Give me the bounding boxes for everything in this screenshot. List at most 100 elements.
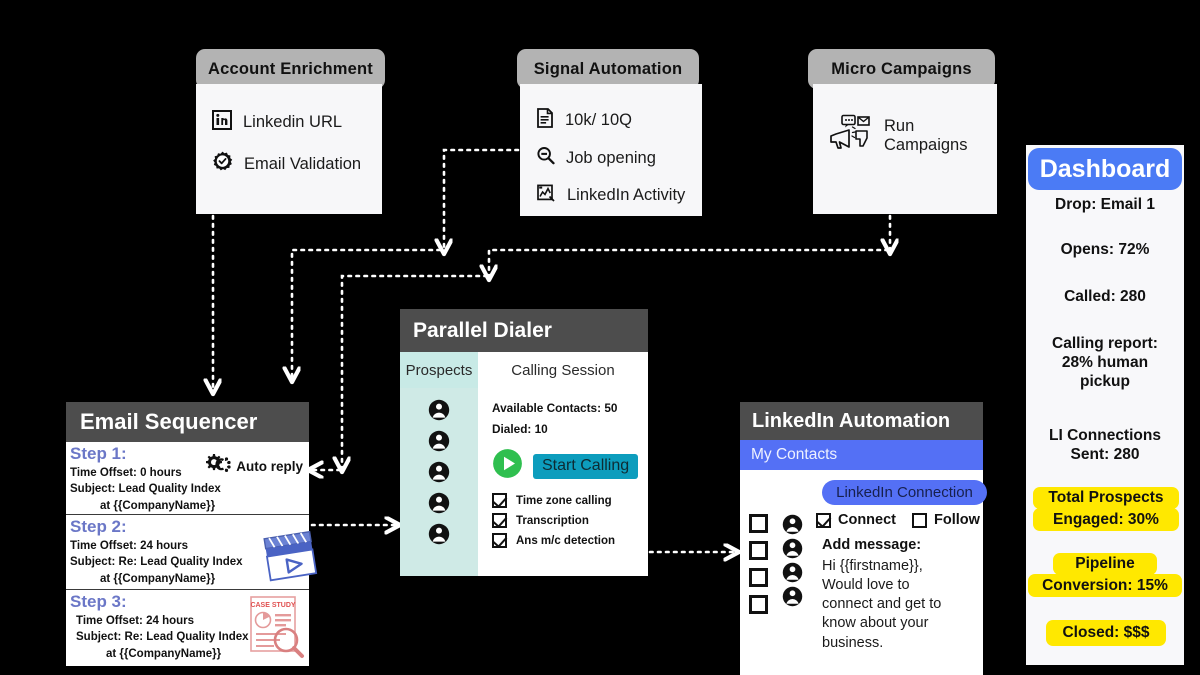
step-subject-line1: Subject: Re: Lead Quality Index xyxy=(70,556,243,569)
tab-calling-session[interactable]: Calling Session xyxy=(478,352,648,388)
auto-reply-badge[interactable]: Auto reply xyxy=(205,452,303,481)
signal-automation-item-10k-10q[interactable]: 10k/ 10Q xyxy=(536,108,685,133)
follow-checkbox[interactable] xyxy=(912,512,927,528)
person-icon xyxy=(428,492,450,514)
account-enrichment-item-email-validation[interactable]: Email Validation xyxy=(212,151,361,177)
play-icon[interactable] xyxy=(492,448,523,484)
gears-icon xyxy=(205,452,231,481)
option-time-zone-calling[interactable]: Time zone calling xyxy=(492,493,648,508)
message-line: Hi {{firstname}}, xyxy=(822,558,923,574)
dashboard-title[interactable]: Dashboard xyxy=(1028,148,1182,190)
email-sequencer-step-1[interactable]: Step 1: Time Offset: 0 hours Subject: Le… xyxy=(66,442,309,515)
contact-avatars xyxy=(782,514,803,607)
dashboard-metric-calling-report-line2: 28% human xyxy=(1061,354,1149,371)
step-title: Step 2: xyxy=(70,517,127,536)
step-offset: Time Offset: 0 hours xyxy=(70,467,182,479)
start-calling-button[interactable]: Start Calling xyxy=(533,453,639,479)
dashboard-metric-drop: Drop: Email 1 xyxy=(1055,196,1155,213)
parallel-dialer-title: Parallel Dialer xyxy=(413,318,552,342)
connect-label: Connect xyxy=(838,512,896,528)
signal-automation-item-label: 10k/ 10Q xyxy=(565,111,632,129)
step-subject-line1: Subject: Re: Lead Quality Index xyxy=(76,631,249,644)
micro-campaigns-title: Micro Campaigns xyxy=(831,59,972,78)
connector-right-bus-to-dialer-bus xyxy=(489,248,890,278)
dashboard-metric-li-sent-line1: LI Connections xyxy=(1049,427,1161,444)
dashboard-metric-closed: Closed: $$$ xyxy=(1046,620,1166,646)
checkbox-icon[interactable] xyxy=(492,493,507,508)
micro-campaigns-items: Run Campaigns xyxy=(827,114,997,157)
linkedin-icon xyxy=(212,110,232,135)
stat-dialed: Dialed: 10 xyxy=(492,422,548,436)
micro-campaigns-tab[interactable]: Micro Campaigns xyxy=(808,49,995,89)
connect-follow-row: Connect Follow xyxy=(816,512,983,528)
micro-campaigns-item-label: Run Campaigns xyxy=(884,116,968,154)
signal-automation-tab[interactable]: Signal Automation xyxy=(517,49,699,89)
person-icon xyxy=(782,514,803,535)
dashboard-metric-calling-report-line1: Calling report: xyxy=(1052,335,1158,352)
tab-prospects[interactable]: Prospects xyxy=(400,352,478,388)
person-icon xyxy=(428,523,450,545)
dashboard-metric-engaged-line2: Engaged: 30% xyxy=(1033,508,1179,531)
step-offset: Time Offset: 24 hours xyxy=(70,540,189,552)
person-icon xyxy=(782,562,803,583)
my-contacts-label: My Contacts xyxy=(751,446,838,463)
message-line: know about your xyxy=(822,615,929,632)
start-calling-row: Start Calling xyxy=(492,448,648,484)
message-line: Would love to xyxy=(822,577,910,594)
email-sequencer-title: Email Sequencer xyxy=(80,409,258,434)
row-checkbox[interactable] xyxy=(749,595,768,614)
option-ans-mc-detection[interactable]: Ans m/c detection xyxy=(492,533,648,548)
message-line: business. xyxy=(822,634,884,651)
parallel-dialer-header: Parallel Dialer xyxy=(400,309,648,352)
account-enrichment-title: Account Enrichment xyxy=(208,59,373,78)
verified-badge-icon xyxy=(212,151,233,177)
option-label: Ans m/c detection xyxy=(516,534,616,547)
micro-campaigns-item-run-campaigns[interactable]: Run Campaigns xyxy=(827,114,997,157)
video-clapperboard-icon xyxy=(259,527,321,588)
signal-automation-card: 10k/ 10Q Job opening LinkedIn Activity xyxy=(520,84,702,216)
account-enrichment-tab[interactable]: Account Enrichment xyxy=(196,49,385,89)
dashboard-metric-li-sent-line2: Sent: 280 xyxy=(1070,446,1140,463)
checkbox-icon[interactable] xyxy=(492,533,507,548)
email-sequencer-step-3[interactable]: Step 3: Time Offset: 24 hours Subject: R… xyxy=(66,590,309,666)
signal-automation-item-linkedin-activity[interactable]: LinkedIn Activity xyxy=(536,183,685,208)
option-transcription[interactable]: Transcription xyxy=(492,513,648,528)
signal-automation-title: Signal Automation xyxy=(533,59,683,78)
dashboard-metric-calling-report-line3: pickup xyxy=(1080,373,1130,390)
linkedin-automation-title: LinkedIn Automation xyxy=(752,409,951,432)
step-subject-line2: at {{CompanyName}} xyxy=(100,572,216,585)
email-sequencer-step-2[interactable]: Step 2: Time Offset: 24 hours Subject: R… xyxy=(66,515,318,590)
option-label: Time zone calling xyxy=(516,494,612,507)
connect-checkbox[interactable] xyxy=(816,512,831,528)
my-contacts-tab[interactable]: My Contacts xyxy=(740,440,983,470)
linkedin-connection-pill[interactable]: LinkedIn Connection xyxy=(822,480,987,505)
parallel-dialer-card: Parallel Dialer Prospects Calling Sessio… xyxy=(400,309,648,576)
calling-session-panel: Available Contacts: 50 Dialed: 10 Start … xyxy=(478,388,648,576)
row-checkbox[interactable] xyxy=(749,514,768,533)
signal-automation-item-label: LinkedIn Activity xyxy=(567,186,686,204)
step-title: Step 1: xyxy=(70,444,127,463)
linkedin-automation-header: LinkedIn Automation xyxy=(740,402,983,440)
account-enrichment-item-linkedin-url[interactable]: Linkedin URL xyxy=(212,110,361,135)
dashboard-metric-pipeline-line1: Pipeline xyxy=(1053,553,1157,575)
checkbox-icon[interactable] xyxy=(492,513,507,528)
account-enrichment-item-label: Linkedin URL xyxy=(243,113,343,131)
person-icon xyxy=(782,586,803,607)
email-sequencer-header: Email Sequencer xyxy=(66,402,309,442)
row-checkbox[interactable] xyxy=(749,568,768,587)
step-subject-line2: at {{CompanyName}} xyxy=(106,647,222,660)
signal-automation-item-job-opening[interactable]: Job opening xyxy=(536,146,685,170)
contact-select-checkboxes xyxy=(749,514,768,614)
activity-feed-icon xyxy=(536,183,556,208)
search-icon xyxy=(536,146,555,170)
linkedin-automation-card: LinkedIn Automation My Contacts LinkedIn… xyxy=(740,402,987,675)
parallel-dialer-tabs: Prospects Calling Session xyxy=(400,352,648,388)
stat-available-contacts: Available Contacts: 50 xyxy=(492,401,618,415)
account-enrichment-card: Linkedin URL Email Validation xyxy=(196,84,382,214)
account-enrichment-items: Linkedin URL Email Validation xyxy=(212,110,361,177)
follow-label: Follow xyxy=(934,512,980,528)
message-textarea[interactable]: Hi {{firstname}}, Would love to connect … xyxy=(822,557,983,653)
row-checkbox[interactable] xyxy=(749,541,768,560)
prospect-list[interactable] xyxy=(400,388,478,576)
